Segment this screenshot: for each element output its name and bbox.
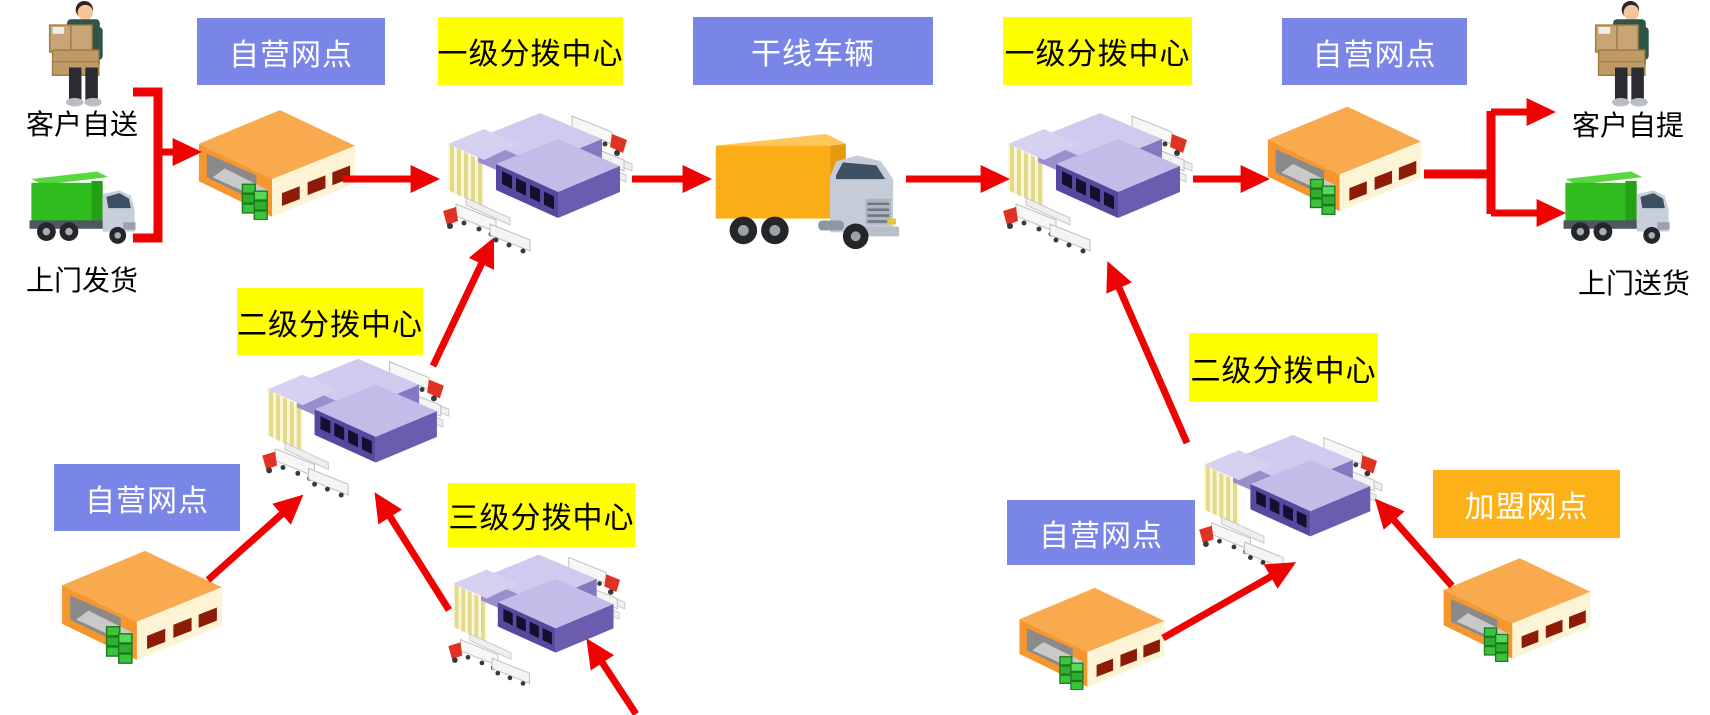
person-carrying-boxes-icon	[40, 0, 122, 108]
sorting-center-icon	[250, 354, 462, 502]
branch-label-own-outlet-left: 自营网点	[54, 464, 240, 531]
outlet-warehouse-icon	[193, 106, 361, 220]
branch-label-franchise-outlet-right: 加盟网点	[1433, 470, 1620, 538]
branch-label-text: 自营网点	[1039, 518, 1163, 554]
sorting-center-icon	[442, 550, 632, 690]
green-delivery-truck-icon	[22, 164, 144, 257]
person-carrying-boxes-icon	[1586, 0, 1668, 108]
stage-label-text: 干线车辆	[751, 37, 875, 72]
outlet-warehouse-icon	[56, 546, 228, 664]
branch-label-text: 二级分拨中心	[237, 307, 423, 343]
sorting-center-icon	[998, 108, 1198, 258]
branch-label-tertiary-hub-left: 三级分拨中心	[448, 483, 635, 547]
stage-label-text: 一级分拨中心	[437, 37, 624, 72]
sorting-center-icon	[438, 108, 638, 258]
arrow-secondary-to-primary-left	[429, 237, 495, 368]
sorting-center-icon	[1192, 430, 1390, 575]
stage-label-trunk-vehicle: 干线车辆	[693, 17, 933, 85]
stage-label-text: 自营网点	[229, 37, 353, 73]
branch-label-text: 二级分拨中心	[1190, 353, 1377, 389]
green-delivery-truck-icon	[1556, 164, 1678, 257]
arrow-outlet-to-secondary-right	[1161, 562, 1297, 642]
branch-label-text: 自营网点	[85, 483, 209, 519]
outlet-warehouse-icon	[1262, 102, 1427, 215]
stage-label-text: 一级分拨中心	[1004, 37, 1191, 72]
arrow-secondary-to-primary-right	[1106, 261, 1191, 445]
outlet-warehouse-icon	[1438, 554, 1596, 662]
branch-label-secondary-hub-right: 二级分拨中心	[1189, 333, 1378, 402]
branch-label-text: 三级分拨中心	[448, 501, 635, 536]
stage-label-text: 自营网点	[1312, 37, 1437, 73]
branch-label-own-outlet-right: 自营网点	[1007, 500, 1195, 565]
stage-label-primary-hub-origin: 一级分拨中心	[438, 17, 623, 85]
caption-door-pickup: 上门发货	[26, 264, 139, 297]
stage-label-primary-hub-dest: 一级分拨中心	[1003, 17, 1192, 85]
caption-door-delivery: 上门送货	[1578, 267, 1691, 300]
stage-label-own-outlet-dest: 自营网点	[1282, 18, 1467, 85]
caption-customer-self-pickup: 客户自提	[1572, 109, 1685, 142]
outlet-warehouse-icon	[1014, 584, 1170, 690]
trunk-cargo-truck-icon	[700, 116, 902, 264]
caption-customer-self-send: 客户自送	[26, 108, 139, 141]
branch-label-text: 加盟网点	[1464, 490, 1589, 525]
branch-label-secondary-hub-left: 二级分拨中心	[237, 288, 423, 355]
stage-label-own-outlet-origin: 自营网点	[197, 18, 385, 85]
arrow-tertiary-to-secondary-left	[374, 492, 452, 612]
